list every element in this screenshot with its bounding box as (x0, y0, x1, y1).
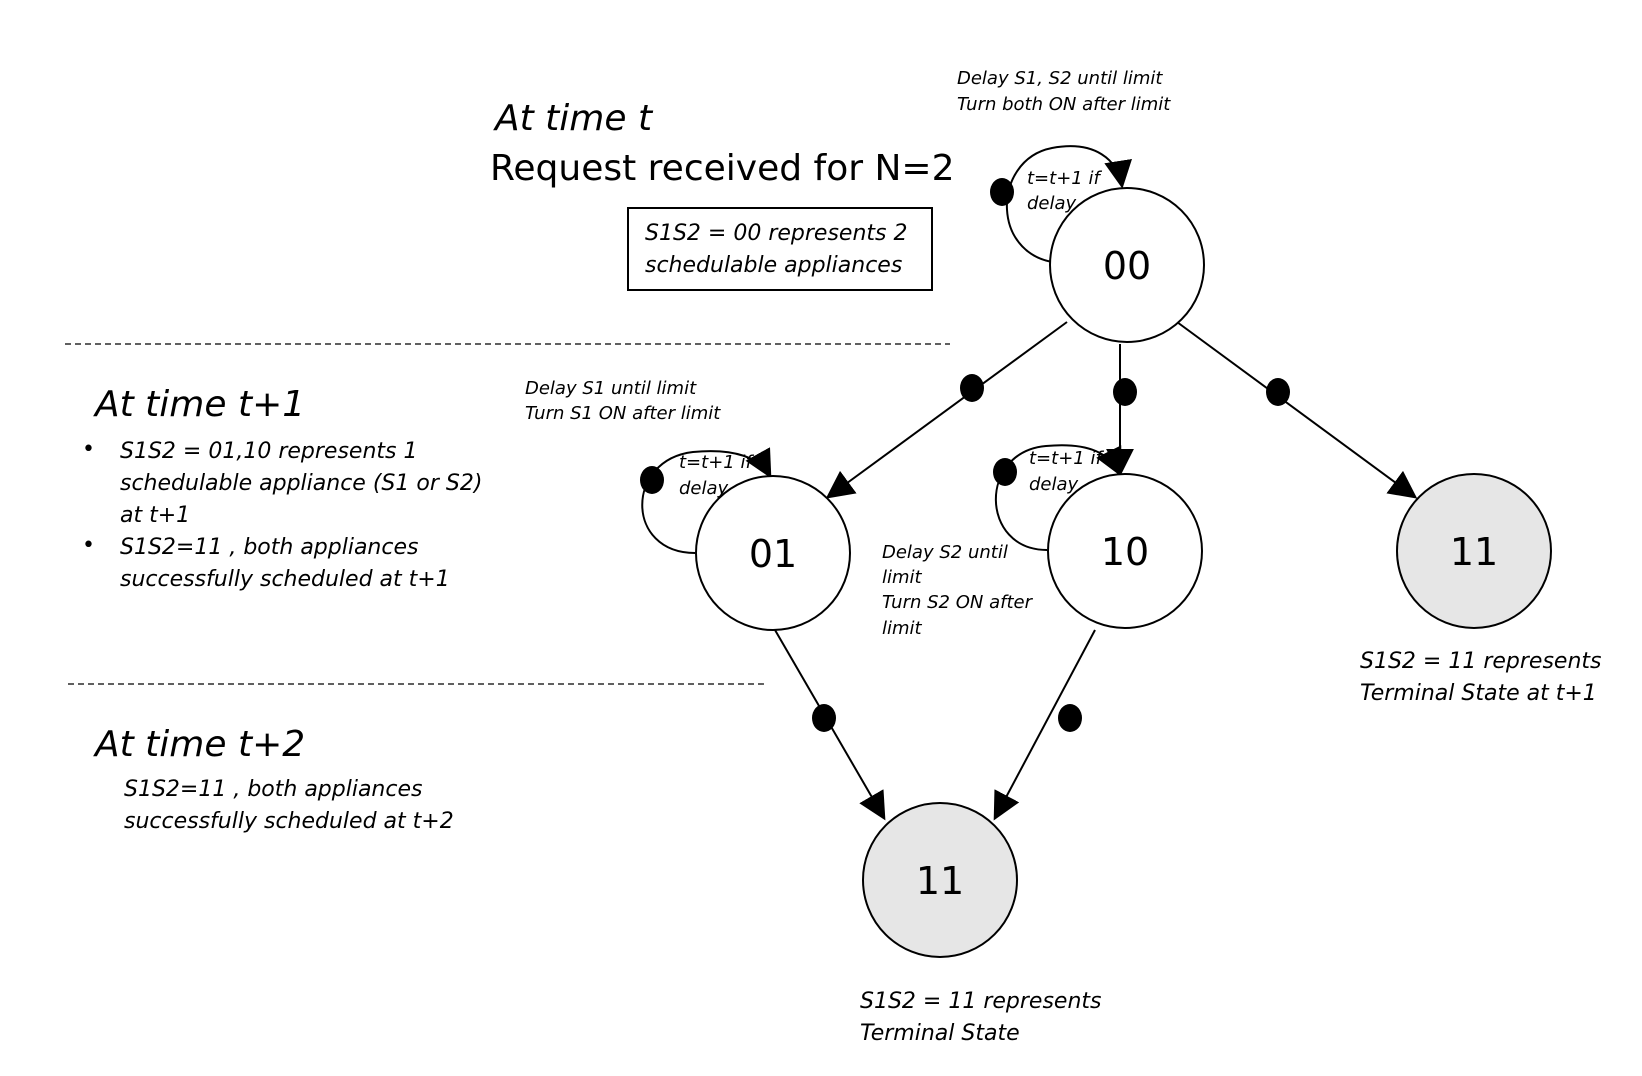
t2-line-2: successfully scheduled at t+2 (124, 809, 454, 834)
node-11-t2-label: 11 (916, 859, 964, 903)
annot-01-top-1: Delay S1 until limit (525, 378, 697, 399)
node-11-t2: 11 (862, 802, 1018, 958)
node-10-circle (1047, 473, 1203, 629)
bullet-1-line-1: S1S2 = 01,10 represents 1 (120, 439, 417, 464)
bullet-dot: • (82, 533, 95, 558)
action-dot-01-loop (640, 466, 664, 494)
bullet-1-line-3: at t+1 (120, 503, 190, 528)
action-dot-00-11 (1266, 378, 1290, 406)
annot-10-side-4: limit (882, 618, 923, 639)
annot-terminal-t1-1: S1S2 = 11 represents (1360, 649, 1601, 674)
bullet-dot: • (82, 437, 95, 462)
bullet-2-line-2: successfully scheduled at t+1 (120, 567, 450, 592)
heading-time-t2: At time t+2 (93, 724, 305, 765)
annot-01-loop-1: t=t+1 if (679, 452, 754, 473)
action-dot-10-11 (1058, 704, 1082, 732)
annot-10-side-3: Turn S2 ON after (882, 592, 1034, 613)
node-10-label: 10 (1101, 530, 1149, 574)
node-10: 10 (1047, 473, 1203, 629)
bullet-2-line-1: S1S2=11 , both appliances (120, 535, 418, 560)
node-01: 01 (695, 475, 851, 631)
heading-time-t: At time t (493, 98, 654, 139)
self-loop-10 (994, 444, 1122, 551)
node-01-label: 01 (749, 532, 797, 576)
node-11-t1: 11 (1396, 473, 1552, 629)
action-dot-10-loop (993, 458, 1017, 486)
action-dot-00-loop (990, 178, 1014, 206)
action-dot-00-10 (1113, 378, 1137, 406)
annot-00-loop-1: t=t+1 if (1027, 168, 1102, 189)
node-11-t1-circle (1396, 473, 1552, 629)
annot-terminal-t2-2: Terminal State (860, 1021, 1020, 1046)
self-loop-01 (641, 447, 772, 554)
legend-box (627, 207, 933, 291)
annot-10-side-2: limit (882, 567, 923, 588)
node-11-t2-circle (862, 802, 1018, 958)
annot-00-top-2: Turn both ON after limit (957, 94, 1171, 115)
edge-00-to-11 (1176, 321, 1418, 499)
annot-10-side-1: Delay S2 until (882, 542, 1008, 563)
node-01-circle (695, 475, 851, 631)
annot-01-top-2: Turn S1 ON after limit (525, 403, 721, 424)
action-dot-01-11 (812, 704, 836, 732)
annot-10-loop-1: t=t+1 if (1029, 448, 1104, 469)
bullet-1-line-2: schedulable appliance (S1 or S2) (120, 471, 482, 496)
legend-line-1: S1S2 = 00 represents 2 (645, 221, 907, 246)
legend-line-2: schedulable appliances (645, 253, 902, 278)
annot-01-loop-2: delay (679, 478, 729, 499)
node-00: 00 (1049, 187, 1205, 343)
self-loop-00 (1006, 145, 1132, 264)
annot-terminal-t1-2: Terminal State at t+1 (1360, 681, 1597, 706)
edge-00-to-01 (825, 321, 1068, 499)
edge-10-to-11 (993, 629, 1096, 821)
heading-time-t1: At time t+1 (93, 384, 305, 425)
annot-00-loop-2: delay (1027, 193, 1077, 214)
action-dot-00-01 (960, 374, 984, 402)
node-11-t1-label: 11 (1450, 530, 1498, 574)
node-00-label: 00 (1103, 244, 1151, 288)
annot-00-top-1: Delay S1, S2 until limit (957, 68, 1163, 89)
t2-line-1: S1S2=11 , both appliances (124, 777, 422, 802)
annot-10-loop-2: delay (1029, 474, 1079, 495)
node-00-circle (1049, 187, 1205, 343)
annot-terminal-t2-1: S1S2 = 11 represents (860, 989, 1101, 1014)
subheading-request: Request received for N=2 (490, 148, 954, 189)
